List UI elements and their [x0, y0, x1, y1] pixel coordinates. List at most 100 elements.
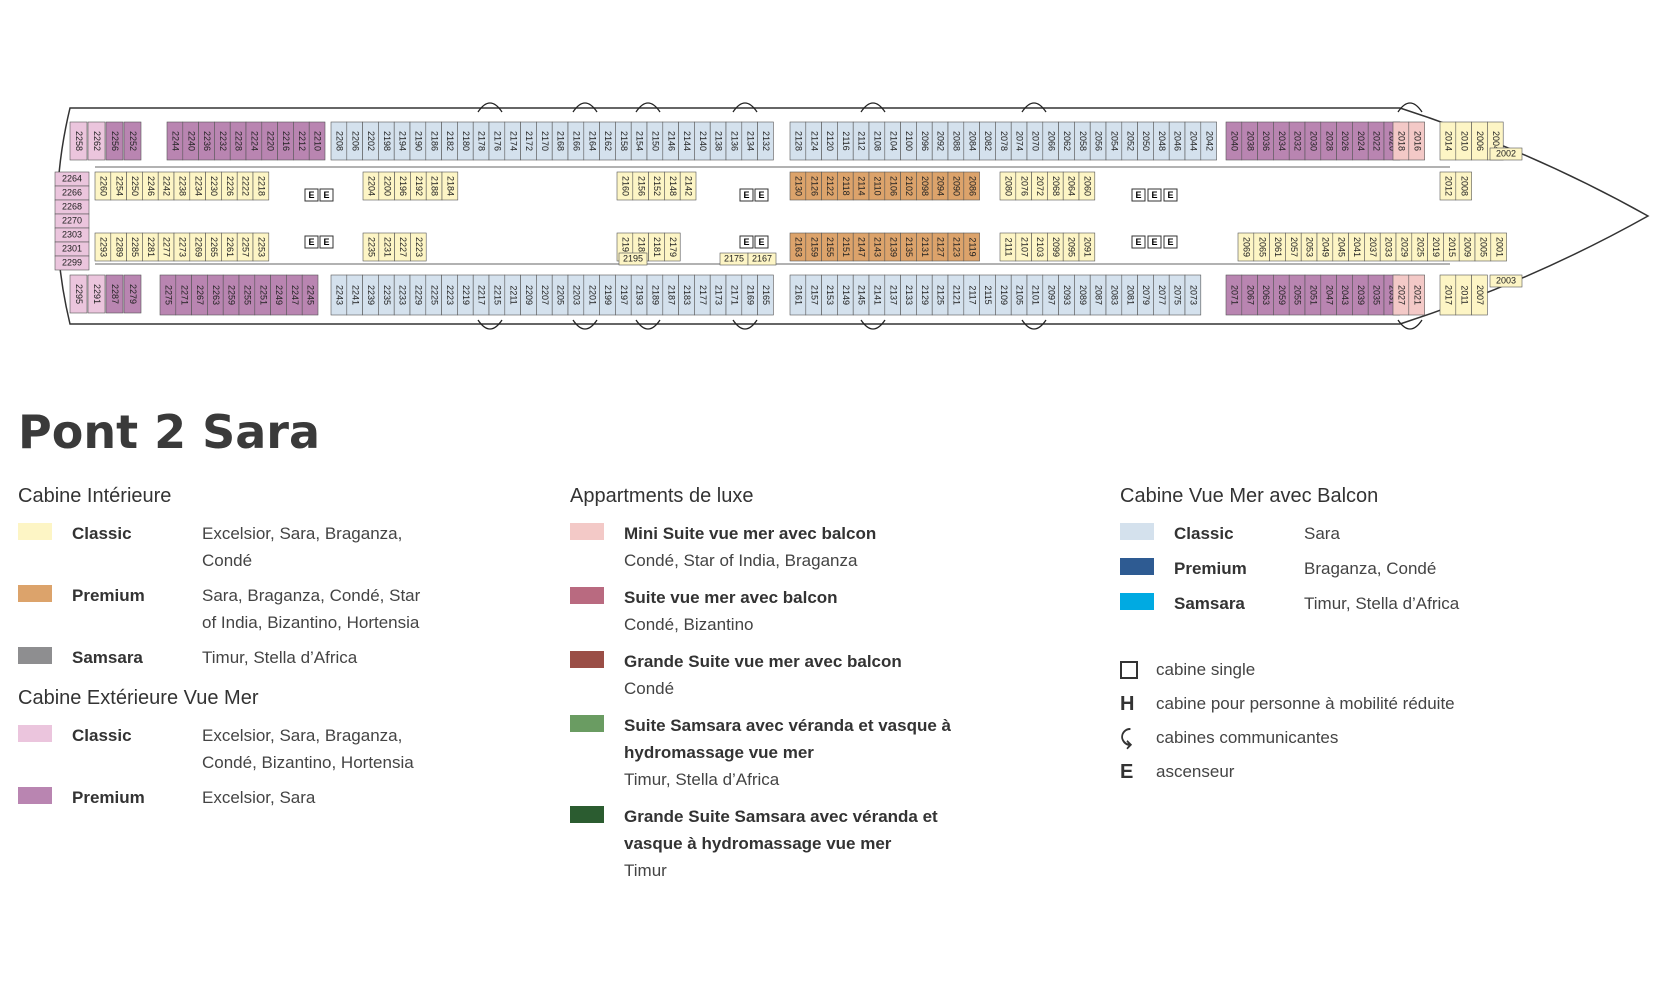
legend-item-text: Grande Suite Samsara avec véranda et vas… [624, 803, 984, 884]
legend-item: Classic Excelsior, Sara, Braganza, Condé [18, 520, 538, 574]
cabin: 2235 [378, 274, 395, 316]
cabin-number: 2262 [92, 131, 102, 151]
cabin-number: 2038 [1245, 131, 1255, 151]
cabin-number: 2034 [1277, 131, 1287, 151]
cabin-number: 2005 [1479, 237, 1489, 257]
cabin-number: 2076 [1019, 176, 1029, 196]
cabin-number: 2046 [1173, 131, 1183, 151]
cabin: 2245 [301, 274, 319, 316]
cabin-number: 2152 [652, 176, 662, 196]
cabin: 2105 [1010, 274, 1028, 316]
cabin: 2195 [618, 252, 648, 266]
cabin-number: 2243 [335, 285, 345, 305]
cabin: 2241 [346, 274, 363, 316]
symbol-label: ascenseur [1156, 762, 1235, 781]
cabin-number: 2241 [350, 285, 360, 305]
cabin-number: 2125 [936, 285, 946, 305]
cabin-number: 2008 [1459, 176, 1469, 196]
elevator-box [754, 235, 769, 249]
cabin: 2160 [616, 171, 634, 201]
cabin: 2124 [805, 121, 822, 161]
cabin-number: 2252 [128, 131, 138, 151]
cabin: 2172 [520, 121, 537, 161]
elevator-box [739, 188, 754, 202]
cabin: 2003 [1489, 274, 1523, 288]
cabin-number: 2260 [99, 176, 109, 196]
cabin-number: 2179 [668, 237, 678, 257]
legend-item-name: Suite Samsara avec véranda et vasque à h… [624, 716, 951, 762]
legend-column-cabins: Cabine Intérieure Classic Excelsior, Sar… [18, 485, 538, 819]
cabin: 2025 [1411, 232, 1428, 262]
symbol-label: cabine pour personne à mobilité réduite [1156, 694, 1455, 713]
cabin: 2038 [1241, 121, 1258, 161]
cabin-box [69, 121, 88, 161]
legend-item-ships: Excelsior, Sara, Braganza, Condé, Bizant… [202, 726, 414, 772]
cabin: 2267 [191, 274, 208, 316]
cabin-number: 2063 [1261, 285, 1271, 305]
cabin: 2149 [837, 274, 854, 316]
cabin-number: 2267 [195, 285, 205, 305]
cabin-number: 2012 [1444, 176, 1454, 196]
cabin-number: 2116 [841, 131, 851, 150]
cabin-number: 2095 [1067, 237, 1077, 257]
elevator-icon: E [304, 188, 319, 202]
cabin: 2273 [173, 232, 191, 262]
cabin: 2117 [963, 274, 980, 316]
color-swatch [570, 806, 604, 823]
cabin-number: 2223 [414, 237, 424, 257]
cabin-number: 2078 [999, 131, 1009, 151]
cabin-number: 2303 [62, 229, 82, 239]
cabin-number: 2120 [825, 131, 835, 151]
cabin-box [757, 274, 774, 316]
cabin: 2103 [1031, 232, 1048, 262]
cabin-number: 2143 [873, 237, 883, 257]
cabin: 2218 [252, 171, 270, 201]
cabin-number: 2190 [414, 131, 424, 151]
cabin: 2088 [947, 121, 965, 161]
elevator-icon: E [1163, 188, 1178, 202]
cabin: 2064 [1062, 171, 1080, 201]
cabin-number: 2006 [1475, 131, 1485, 151]
legend-item: Classic Sara [1120, 520, 1640, 547]
cabin: 2243 [330, 274, 348, 316]
legend-heading-exterior: Cabine Extérieure Vue Mer [18, 687, 259, 709]
cabin: 2034 [1273, 121, 1290, 161]
cabin-number: 2081 [1125, 285, 1135, 305]
cabin-number: 2118 [841, 176, 851, 195]
cabin: 2209 [520, 274, 537, 316]
legend-item-ships: Condé, Bizantino [624, 615, 754, 634]
cabin-number: 2041 [1352, 237, 1362, 257]
cabin: 2111 [999, 232, 1017, 262]
cabin: 2180 [457, 121, 474, 161]
cabin: 2196 [394, 171, 411, 201]
cabin: 2158 [615, 121, 632, 161]
cabin-number: 2251 [258, 285, 268, 305]
cabin-number: 2003 [1496, 275, 1516, 285]
elevator-icon: E [754, 235, 769, 249]
cabin-number: 2178 [477, 131, 487, 151]
legend-item-name: Classic [1174, 524, 1234, 543]
cabin: 2125 [931, 274, 949, 316]
cabin: 2079 [1137, 274, 1154, 316]
cabin: 2104 [884, 121, 901, 161]
cabin: 2052 [1121, 121, 1138, 161]
cabin: 2099 [1047, 232, 1064, 262]
cabin-number: 2158 [619, 131, 629, 151]
cabin: 2015 [1443, 232, 1460, 262]
cabin: 2169 [741, 274, 758, 316]
cabin-box [1489, 147, 1523, 161]
communicating-arrow-icon: ⤹ [1120, 726, 1132, 749]
cabin: 2279 [123, 274, 142, 314]
cabin-number: 2277 [162, 237, 172, 257]
cabin: 2108 [868, 121, 886, 161]
cabin-number: 2132 [761, 131, 771, 151]
cabin-number: 2035 [1372, 285, 1382, 305]
cabin-number: 2057 [1289, 237, 1299, 257]
cabin: 2044 [1184, 121, 1202, 161]
cabin-number: 2291 [92, 284, 102, 304]
cabin: 2062 [1058, 121, 1075, 161]
cabin-number: 2160 [621, 176, 631, 196]
cabin-number: 2056 [1094, 131, 1104, 151]
cabin-number: 2198 [382, 131, 392, 151]
